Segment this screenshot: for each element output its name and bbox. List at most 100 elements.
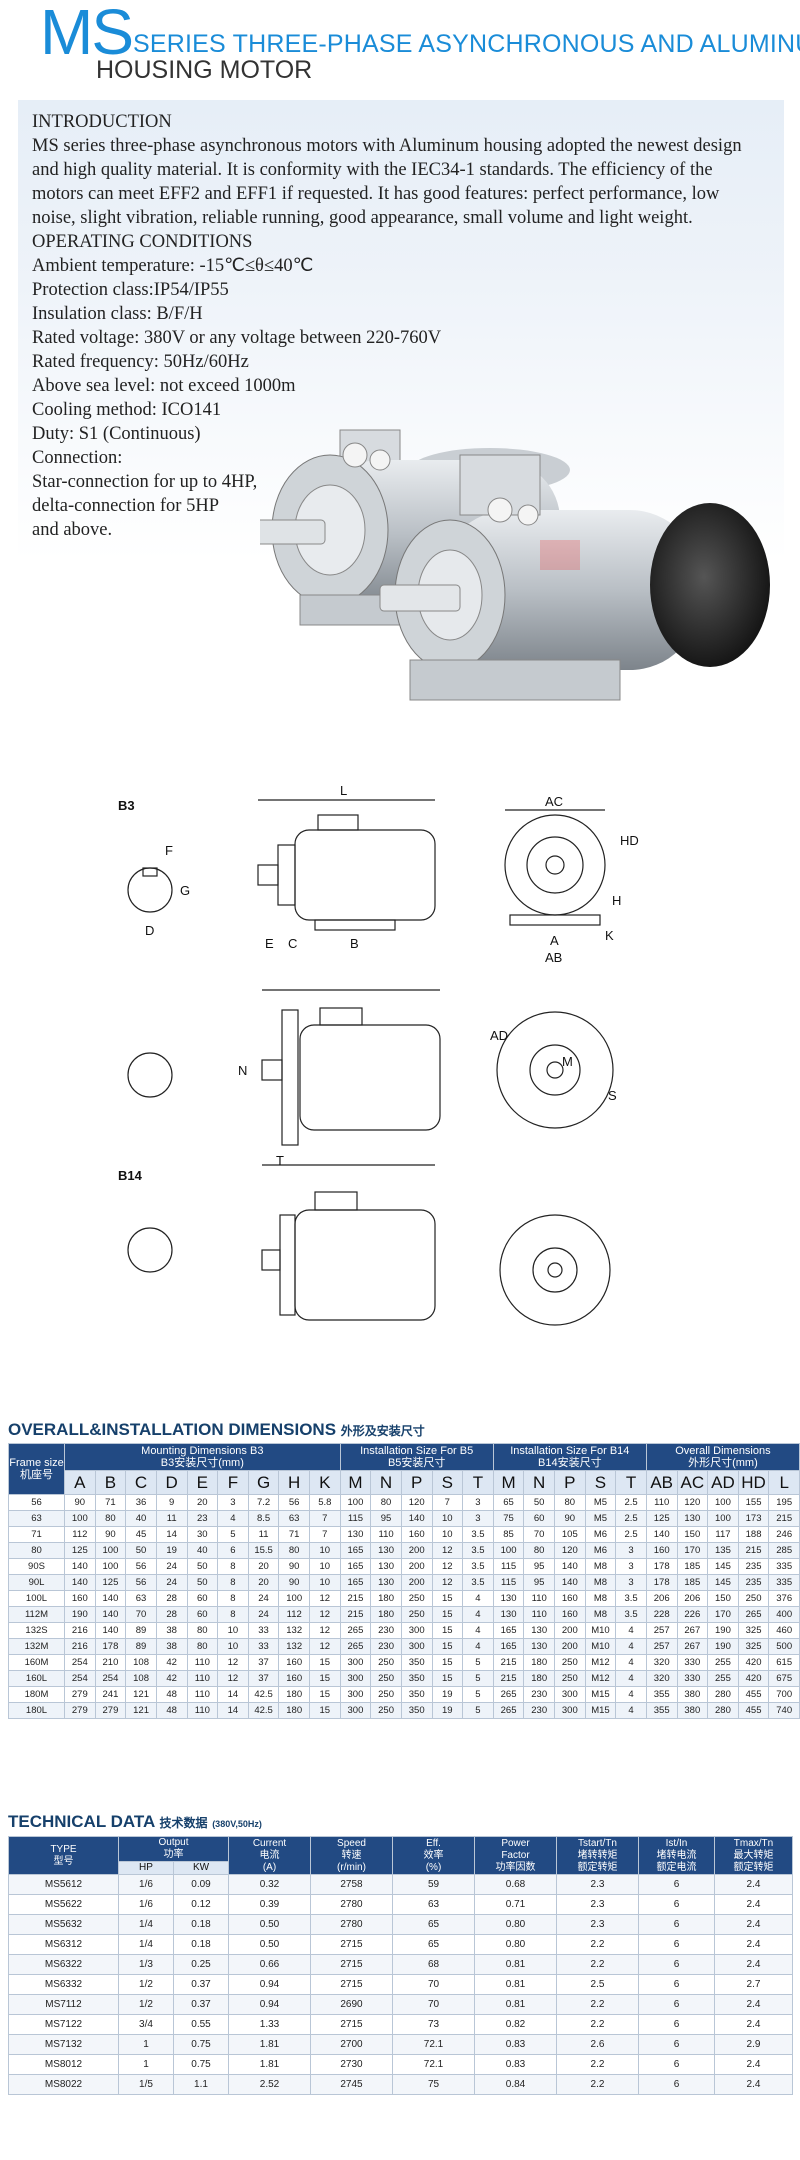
- table-cell: 2730: [310, 2054, 393, 2075]
- kw-header: KW: [173, 1861, 229, 1875]
- table-cell: 2.6: [556, 2034, 639, 2055]
- table-cell: 267: [676, 1622, 709, 1639]
- table-cell: 8: [217, 1606, 249, 1623]
- table-cell: 330: [676, 1670, 709, 1687]
- table-cell: 36: [125, 1494, 157, 1511]
- table-cell: 42: [155, 1670, 188, 1687]
- table-cell: 2.4: [714, 2014, 793, 2035]
- table-cell: 4: [615, 1670, 647, 1687]
- table-cell: M8: [584, 1558, 617, 1575]
- table-cell: 100: [64, 1510, 96, 1527]
- table-cell: 100L: [8, 1590, 65, 1607]
- table-cell: 95: [523, 1574, 555, 1591]
- table-cell: 0.25: [173, 1954, 229, 1975]
- table-cell: 56: [278, 1494, 310, 1511]
- table-cell: 48: [155, 1702, 188, 1719]
- table-cell: 254: [94, 1670, 127, 1687]
- table-cell: 63: [125, 1590, 157, 1607]
- table-cell: 160L: [8, 1670, 65, 1687]
- table-cell: 12: [431, 1558, 464, 1575]
- table-cell: 115: [339, 1510, 372, 1527]
- table-cell: 10: [309, 1558, 341, 1575]
- table-cell: 12: [217, 1654, 249, 1671]
- table-cell: 265: [492, 1686, 525, 1703]
- technical-data-title: TECHNICAL DATA 技术数据 (380V,50Hz): [8, 1812, 262, 1831]
- table-cell: 376: [768, 1590, 800, 1607]
- table-cell: 42.5: [247, 1702, 280, 1719]
- table-cell: 215: [768, 1510, 800, 1527]
- table-cell: 2780: [310, 1894, 393, 1915]
- table-cell: 100: [492, 1542, 525, 1559]
- intro-line: noise, slight vibration, reliable runnin…: [32, 208, 693, 228]
- dimensions-section-title: OVERALL&INSTALLATION DIMENSIONS 外形及安装尺寸: [8, 1420, 425, 1439]
- table-cell: 70: [392, 1994, 475, 2015]
- table-cell: 10: [309, 1542, 341, 1559]
- table-cell: 50: [186, 1574, 219, 1591]
- dim-col-header: A: [64, 1470, 96, 1495]
- table-cell: 230: [370, 1638, 402, 1655]
- table-cell: M5: [584, 1510, 617, 1527]
- table-cell: 200: [554, 1622, 586, 1639]
- table-cell: 15: [431, 1590, 464, 1607]
- table-cell: 3.5: [462, 1574, 494, 1591]
- dim-label-hd: HD: [620, 833, 639, 848]
- table-cell: 2.52: [228, 2074, 311, 2095]
- table-cell: 160: [645, 1542, 678, 1559]
- table-cell: 250: [400, 1606, 433, 1623]
- table-cell: 0.66: [228, 1954, 311, 1975]
- table-cell: 71: [8, 1526, 65, 1543]
- table-cell: 350: [400, 1702, 433, 1719]
- table-cell: 38: [155, 1622, 188, 1639]
- intro-line: Above sea level: not exceed 1000m: [32, 376, 296, 396]
- table-cell: 675: [768, 1670, 800, 1687]
- dim-col-header: M: [492, 1470, 525, 1495]
- table-cell: 12: [217, 1670, 249, 1687]
- page-header: MS SERIES THREE-PHASE ASYNCHRONOUS AND A…: [0, 0, 800, 85]
- table-cell: 0.94: [228, 1974, 311, 1995]
- intro-line: Duty: S1 (Continuous): [32, 424, 201, 444]
- table-cell: 180L: [8, 1702, 65, 1719]
- table-cell: 0.82: [474, 2014, 557, 2035]
- intro-line: Insulation class: B/F/H: [32, 304, 203, 324]
- table-cell: MS6332: [8, 1974, 119, 1995]
- dim-col-header: AB: [645, 1470, 678, 1495]
- table-cell: 241: [94, 1686, 127, 1703]
- table-cell: 2.4: [714, 1894, 793, 1915]
- table-cell: 100: [707, 1510, 739, 1527]
- dim-col-header: F: [217, 1470, 249, 1495]
- table-cell: 38: [155, 1638, 188, 1655]
- dim-label-k: K: [605, 928, 614, 943]
- dim-col-header: P: [400, 1470, 433, 1495]
- table-cell: 130: [523, 1638, 555, 1655]
- table-cell: 15: [309, 1654, 341, 1671]
- table-cell: 0.09: [173, 1874, 229, 1895]
- table-cell: 28: [155, 1606, 188, 1623]
- table-cell: MS7132: [8, 2034, 119, 2055]
- table-cell: 160: [554, 1606, 586, 1623]
- table-cell: 254: [64, 1670, 96, 1687]
- table-cell: M6: [584, 1542, 617, 1559]
- table-cell: 246: [768, 1526, 800, 1543]
- table-cell: 325: [737, 1638, 770, 1655]
- table-cell: 60: [523, 1510, 555, 1527]
- dim-label-e: E: [265, 936, 274, 951]
- table-cell: 75: [392, 2074, 475, 2095]
- table-cell: 5.8: [309, 1494, 341, 1511]
- table-cell: 2715: [310, 1974, 393, 1995]
- table-cell: 206: [645, 1590, 678, 1607]
- table-cell: M8: [584, 1590, 617, 1607]
- table-cell: 42.5: [247, 1686, 280, 1703]
